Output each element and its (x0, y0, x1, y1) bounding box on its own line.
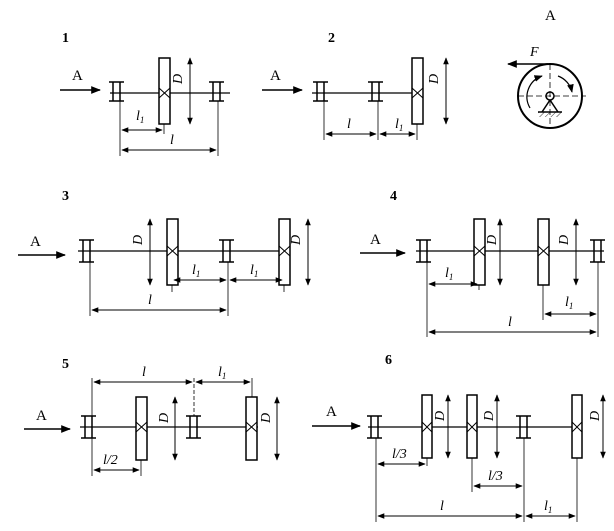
dim-l1-b-label: l1 (250, 263, 258, 279)
view-title: A (545, 8, 556, 24)
bearing-left (313, 81, 328, 102)
bearing-left (79, 239, 94, 263)
scheme-5: 5 A D D l l1 l/2 (24, 357, 280, 476)
pulley-left (473, 218, 486, 286)
dim-D-right-label: D (259, 413, 274, 424)
direction-label: A (370, 232, 381, 248)
pulley-1 (421, 394, 433, 459)
dim-l1-a-label: l1 (192, 263, 200, 279)
dim-D-1-label: D (433, 411, 448, 422)
scheme-number: 5 (62, 357, 69, 372)
dim-l1-label: l1 (395, 117, 403, 133)
bearing-right (590, 239, 605, 263)
support-symbol (538, 91, 562, 117)
pulley-3 (571, 394, 583, 459)
bearing-left (109, 81, 124, 102)
rotation-arrow-right (557, 75, 574, 93)
dim-l-label: l (142, 365, 146, 380)
pulley-right (245, 396, 258, 461)
dim-l-third-a-label: l/3 (392, 447, 407, 462)
dim-l1-b-label: l1 (565, 295, 573, 311)
direction-label: A (36, 408, 47, 424)
pulley-2 (466, 394, 478, 459)
scheme-number: 2 (328, 31, 335, 46)
dim-l1-label: l1 (136, 109, 144, 125)
view-a: A F (507, 8, 586, 129)
scheme-number: 4 (390, 189, 397, 204)
dim-l-label: l (170, 133, 174, 148)
dim-D-right-label: D (289, 235, 304, 246)
direction-label: A (30, 234, 41, 250)
dim-D-left-label: D (131, 235, 146, 246)
force-label: F (529, 45, 539, 60)
direction-label: A (326, 404, 337, 420)
dim-l-label: l (347, 117, 351, 132)
dim-l1-label: l1 (218, 365, 226, 381)
scheme-4: 4 A D D l1 l1 l (360, 189, 605, 337)
scheme-3: 3 A D D l1 l1 l (18, 189, 311, 316)
rotation-arrow-left (526, 75, 543, 109)
bearing-left (81, 415, 96, 439)
scheme-1: 1 A D l1 l (60, 31, 230, 156)
bearing-left (416, 239, 431, 263)
pulley-right (278, 218, 291, 286)
bearing-middle (219, 239, 234, 263)
dim-l-label: l (440, 499, 444, 514)
dim-l-label: l (148, 293, 152, 308)
dim-D-right-label: D (557, 235, 572, 246)
pulley-left (135, 396, 148, 461)
bearing-middle (186, 415, 201, 439)
dim-l-label: l (508, 315, 512, 330)
scheme-number: 3 (62, 189, 69, 204)
dim-D-label: D (427, 74, 442, 85)
scheme-number: 6 (385, 353, 392, 368)
direction-label: A (72, 68, 83, 84)
dim-l-third-b-label: l/3 (488, 469, 503, 484)
bearing-left (367, 415, 382, 439)
pulley-right (537, 218, 550, 286)
dim-l1-label: l1 (544, 499, 552, 515)
scheme-2: 2 A D l l1 (262, 31, 449, 140)
dim-D-3-label: D (588, 411, 603, 422)
direction-label: A (270, 68, 281, 84)
dim-D-left-label: D (157, 413, 172, 424)
dim-l-half-label: l/2 (103, 453, 118, 468)
dim-D-label: D (171, 74, 186, 85)
dim-l1-a-label: l1 (445, 266, 453, 282)
pulley (411, 57, 424, 125)
scheme-number: 1 (62, 31, 69, 46)
dim-D-left-label: D (485, 235, 500, 246)
bearing-right (209, 81, 224, 102)
dim-D-2-label: D (482, 411, 497, 422)
pulley-left (166, 218, 179, 286)
bearing-right (368, 81, 383, 102)
scheme-6: 6 A D D D (312, 353, 606, 522)
bearing-middle (516, 415, 531, 439)
pulley (158, 57, 171, 125)
